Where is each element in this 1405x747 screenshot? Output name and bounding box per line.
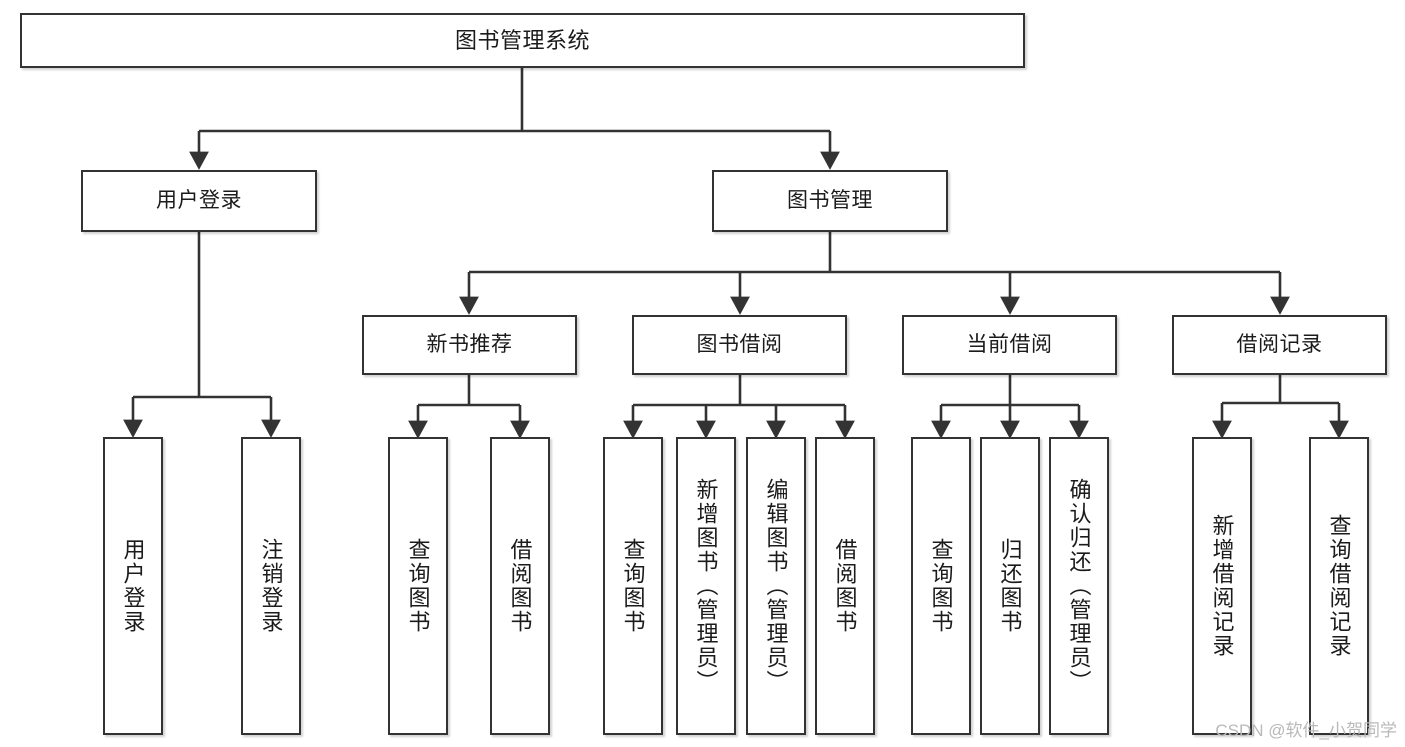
node-user-login[interactable]: 用户登录 xyxy=(81,170,317,232)
leaf-query-books-recommend[interactable]: 查询图书 xyxy=(388,437,448,735)
node-label: 图书借阅 xyxy=(696,332,783,356)
leaf-query-books-current[interactable]: 查询图书 xyxy=(911,437,971,735)
node-label: 新增借阅记录 xyxy=(1209,514,1235,658)
node-label: 查询借阅记录 xyxy=(1326,514,1352,658)
csdn-watermark: CSDN @软件_小贺同学 xyxy=(1215,721,1397,740)
node-label: 查询图书 xyxy=(405,538,431,634)
node-label: 当前借阅 xyxy=(966,332,1053,356)
node-label: 图书管理系统 xyxy=(454,27,590,53)
leaf-logout[interactable]: 注销登录 xyxy=(241,437,301,735)
leaf-user-login[interactable]: 用户登录 xyxy=(103,437,163,735)
node-book-borrow[interactable]: 图书借阅 xyxy=(632,315,847,375)
node-label: 新增图书（管理员） xyxy=(693,478,719,694)
node-book-management-system[interactable]: 图书管理系统 xyxy=(20,13,1025,68)
node-book-management[interactable]: 图书管理 xyxy=(712,170,948,232)
leaf-add-book-admin[interactable]: 新增图书（管理员） xyxy=(676,437,736,735)
node-label: 借阅图书 xyxy=(507,538,533,634)
node-label: 查询图书 xyxy=(928,538,954,634)
leaf-query-borrow-record[interactable]: 查询借阅记录 xyxy=(1309,437,1369,735)
leaf-edit-book-admin[interactable]: 编辑图书（管理员） xyxy=(746,437,806,735)
leaf-borrow-books[interactable]: 借阅图书 xyxy=(815,437,875,735)
leaf-query-books-borrow[interactable]: 查询图书 xyxy=(603,437,663,735)
node-new-book-recommend[interactable]: 新书推荐 xyxy=(362,315,577,375)
node-label: 图书管理 xyxy=(787,188,873,212)
node-label: 归还图书 xyxy=(997,538,1023,634)
node-label: 新书推荐 xyxy=(426,332,513,356)
leaf-add-borrow-record[interactable]: 新增借阅记录 xyxy=(1192,437,1252,735)
node-borrow-records[interactable]: 借阅记录 xyxy=(1172,315,1387,375)
leaf-return-books[interactable]: 归还图书 xyxy=(980,437,1040,735)
node-label: 用户登录 xyxy=(120,538,146,634)
leaf-confirm-return-admin[interactable]: 确认归还（管理员） xyxy=(1049,437,1109,735)
node-label: 注销登录 xyxy=(258,538,284,634)
node-label: 查询图书 xyxy=(620,538,646,634)
node-current-borrow[interactable]: 当前借阅 xyxy=(902,315,1117,375)
node-label: 借阅记录 xyxy=(1236,332,1323,356)
node-label: 借阅图书 xyxy=(832,538,858,634)
node-label: 确认归还（管理员） xyxy=(1066,478,1092,694)
node-label: 用户登录 xyxy=(156,188,242,212)
leaf-borrow-books-recommend[interactable]: 借阅图书 xyxy=(490,437,550,735)
node-label: 编辑图书（管理员） xyxy=(763,478,789,694)
